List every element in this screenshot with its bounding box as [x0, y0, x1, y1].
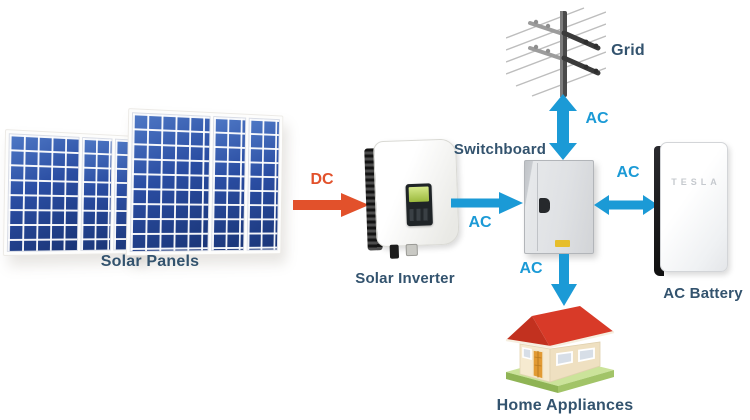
switchboard-illustration [524, 160, 594, 254]
solar-panel [80, 137, 112, 251]
house-icon [500, 300, 620, 395]
ac-flow-label-battery: AC [610, 164, 646, 182]
switchboard-handle [539, 198, 550, 213]
solar-panels-label: Solar Panels [60, 253, 240, 271]
tesla-battery-illustration: TESLA [654, 142, 728, 276]
switchboard-label: Switchboard [448, 141, 552, 158]
ac-arrow-battery-bidirectional [594, 192, 658, 218]
ac-flow-label-home: AC [513, 260, 549, 278]
solar-inverter-illustration [364, 138, 460, 259]
solar-inverter-label: Solar Inverter [340, 270, 470, 287]
ac-flow-label-grid: AC [579, 110, 615, 128]
ac-arrow-grid-bidirectional [546, 94, 580, 160]
ac-arrow-inverter-to-switchboard [451, 190, 523, 216]
dc-flow-label: DC [300, 171, 344, 189]
tesla-logo: TESLA [661, 177, 727, 187]
solar-panels-array-right [126, 108, 284, 256]
inverter-connector [406, 244, 418, 256]
inverter-keypad [409, 208, 429, 221]
switchboard-warning-tag [555, 240, 570, 247]
switchboard-door-seam [537, 163, 538, 251]
ac-arrow-to-home [551, 254, 577, 306]
ac-battery-label: AC Battery [658, 285, 748, 302]
dc-arrow [293, 191, 369, 219]
grid-icon [506, 2, 606, 98]
solar-panel [130, 112, 210, 252]
solar-panel [211, 116, 247, 251]
grid-label: Grid [602, 42, 654, 60]
inverter-display [405, 183, 432, 226]
solar-panels-array-left [3, 129, 145, 256]
home-appliances-label: Home Appliances [494, 397, 636, 415]
solar-panel [7, 133, 80, 252]
ac-flow-label-inverter: AC [462, 214, 498, 232]
solar-panel [247, 118, 280, 251]
inverter-connector [390, 244, 399, 258]
battery-front-face: TESLA [660, 142, 728, 272]
inverter-lcd-screen [409, 186, 430, 202]
